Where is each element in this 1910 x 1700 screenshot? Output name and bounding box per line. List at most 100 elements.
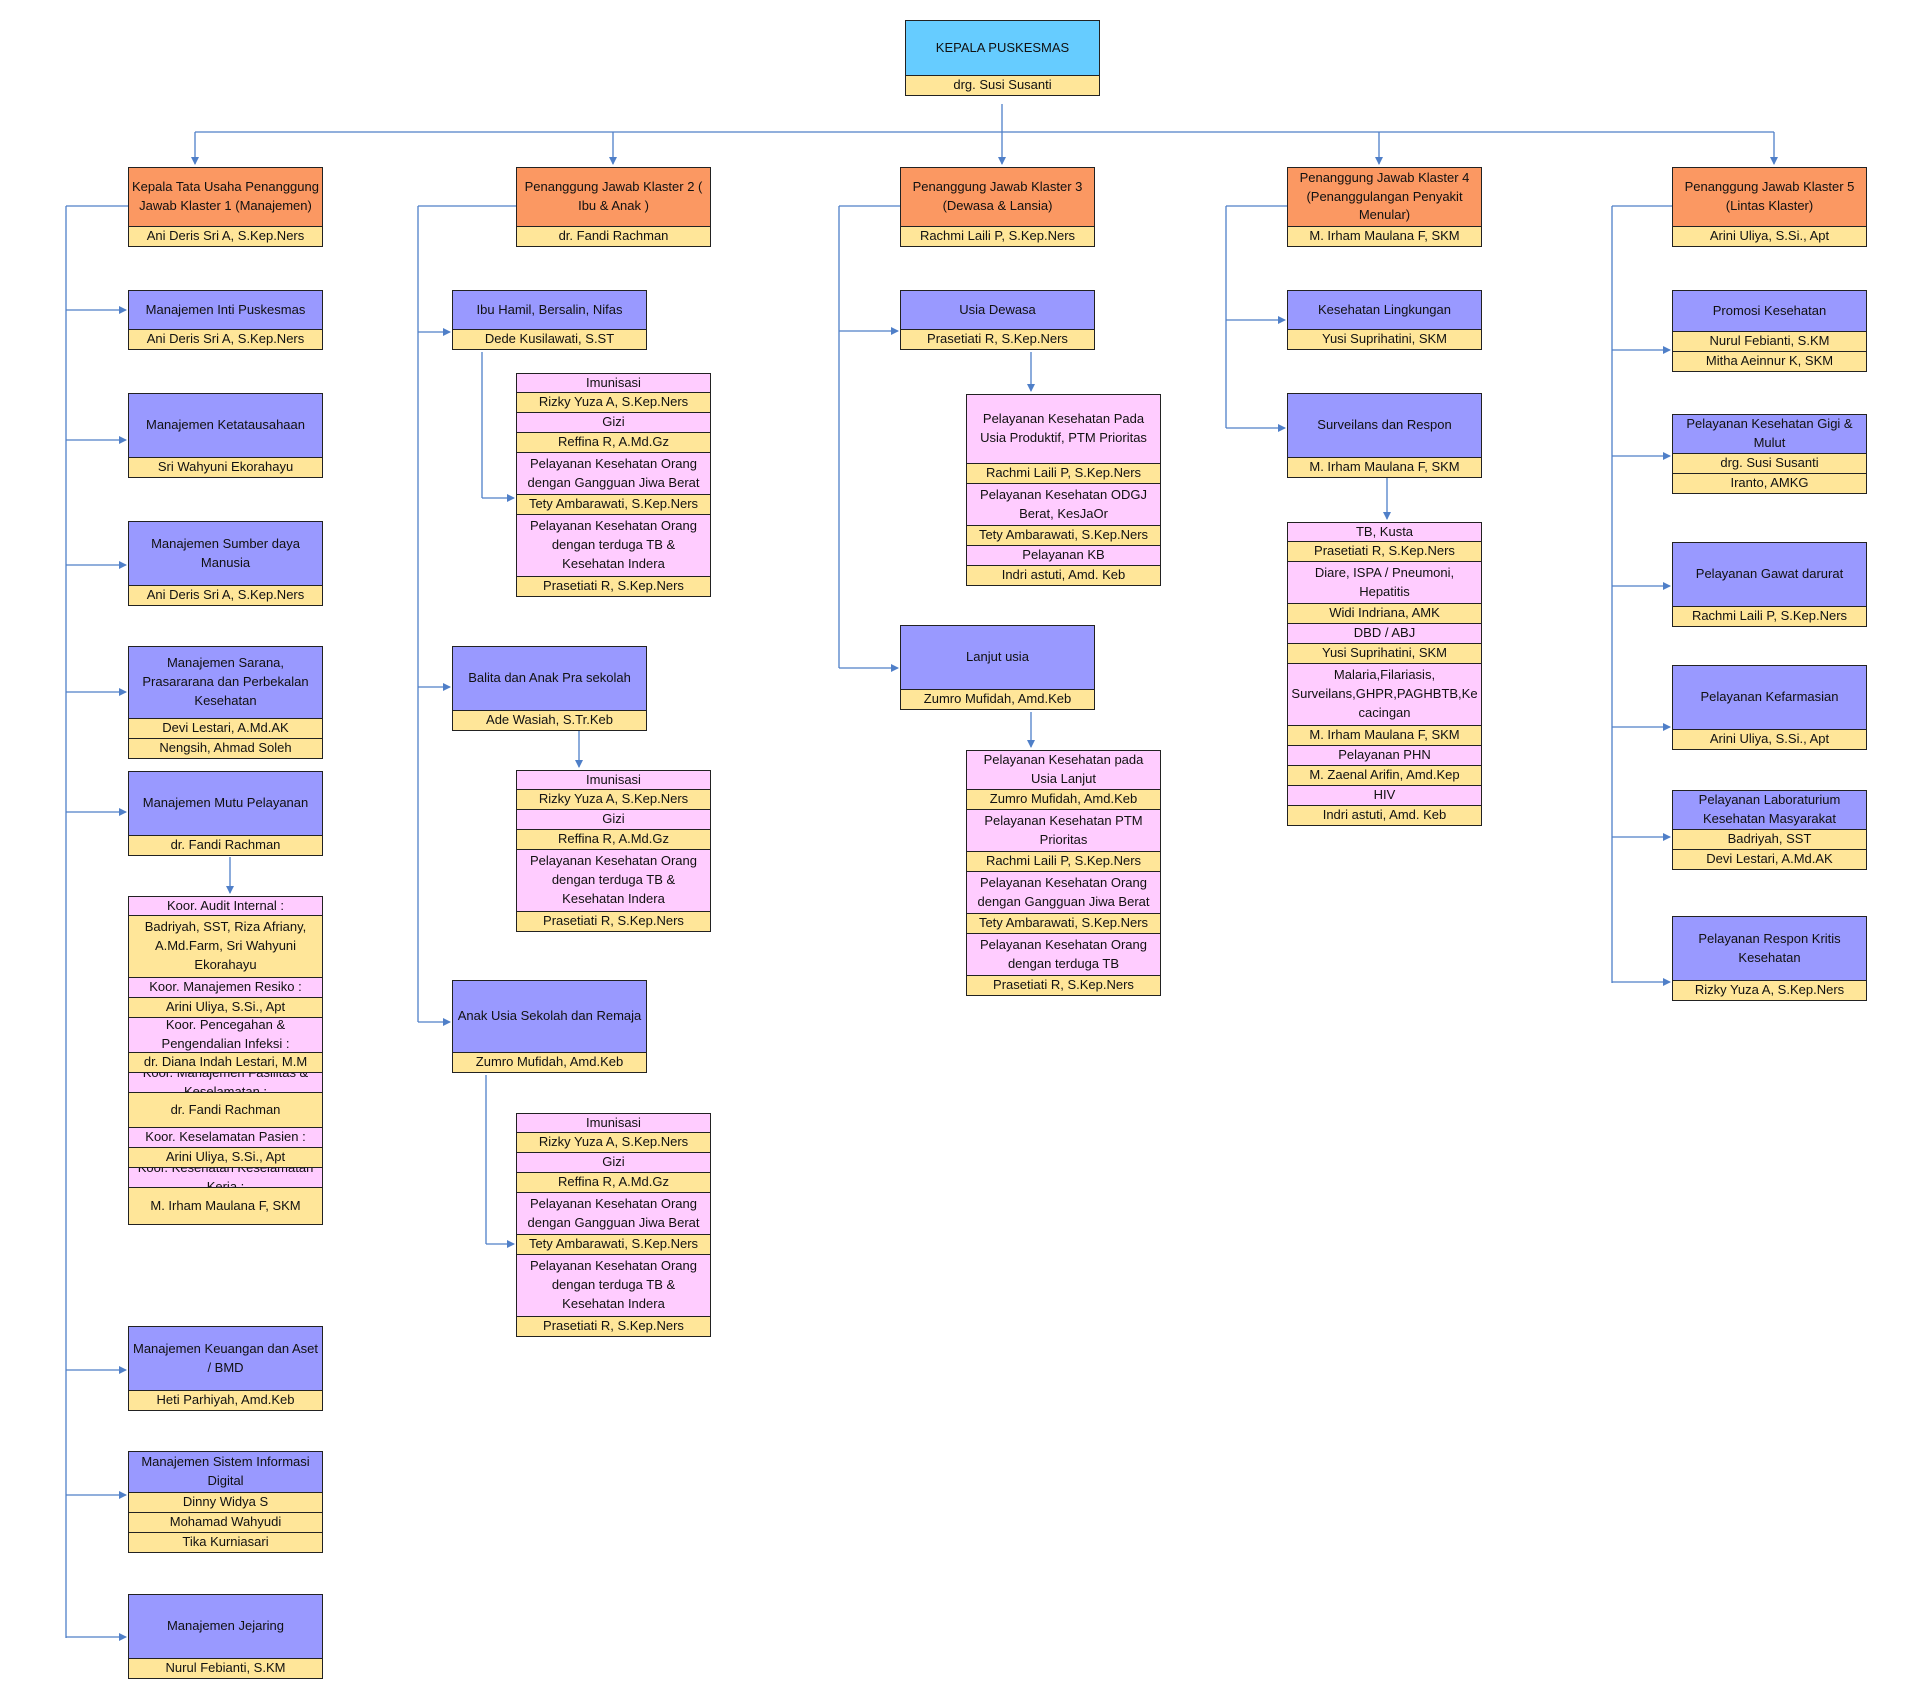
node-k4b-list-name: Indri astuti, Amd. Keb — [1287, 806, 1482, 826]
node-k3a-list-name: Tety Ambarawati, S.Kep.Ners — [966, 526, 1161, 546]
node-k2a-list-name: Prasetiati R, S.Kep.Ners — [516, 577, 711, 597]
node-k2-title: Penanggung Jawab Klaster 2 ( Ibu & Anak … — [516, 167, 711, 227]
node-k5d-name: Arini Uliya, S.Si., Apt — [1672, 730, 1867, 750]
node-k1e-list-name: dr. Diana Indah Lestari, M.M — [128, 1053, 323, 1073]
node-k3a-name: Prasetiati R, S.Kep.Ners — [900, 330, 1095, 350]
node-k2b-name: Ade Wasiah, S.Tr.Keb — [452, 711, 647, 731]
node-k4b-list-program: Malaria,Filariasis, Surveilans,GHPR,PAGH… — [1287, 664, 1482, 726]
node-k2a-list-name: Reffina R, A.Md.Gz — [516, 433, 711, 453]
node-k2b-list-program: Imunisasi — [516, 770, 711, 790]
node-k3a-title: Usia Dewasa — [900, 290, 1095, 330]
node-k2a-list-name: Tety Ambarawati, S.Kep.Ners — [516, 495, 711, 515]
node-k1e-list-name: Badriyah, SST, Riza Afriany, A.Md.Farm, … — [128, 916, 323, 978]
node-k1e-list-program: Koor. Kesehatan Keselamatan Kerja : — [128, 1168, 323, 1188]
node-k4b-list-name: Yusi Suprihatini, SKM — [1287, 644, 1482, 664]
node-k2c-list-program: Gizi — [516, 1153, 711, 1173]
node-k1d-title: Manajemen Sarana, Prasararana dan Perbek… — [128, 646, 323, 719]
node-k3b-list-program: Pelayanan Kesehatan pada Usia Lanjut — [966, 750, 1161, 790]
node-k2b-list-program: Pelayanan Kesehatan Orang dengan terduga… — [516, 850, 711, 912]
node-k2a-list-name: Rizky Yuza A, S.Kep.Ners — [516, 393, 711, 413]
node-k4b-list-name: M. Zaenal Arifin, Amd.Kep — [1287, 766, 1482, 786]
node-k3b-list-name: Prasetiati R, S.Kep.Ners — [966, 976, 1161, 996]
node-k1f-title: Manajemen Keuangan dan Aset / BMD — [128, 1326, 323, 1391]
node-k3a-list-program: Pelayanan KB — [966, 546, 1161, 566]
node-k5c-title: Pelayanan Gawat darurat — [1672, 542, 1867, 607]
node-k4a-name: Yusi Suprihatini, SKM — [1287, 330, 1482, 350]
node-k3b-list-program: Pelayanan Kesehatan Orang dengan Ganggua… — [966, 872, 1161, 914]
node-k3a-list-program: Pelayanan Kesehatan ODGJ Berat, KesJaOr — [966, 484, 1161, 526]
node-k1c-name: Ani Deris Sri A, S.Kep.Ners — [128, 586, 323, 606]
node-k4b-list-program: TB, Kusta — [1287, 522, 1482, 542]
node-k1e-list-program: Koor. Keselamatan Pasien : — [128, 1128, 323, 1148]
node-k4-name: M. Irham Maulana F, SKM — [1287, 227, 1482, 247]
node-k2b-title: Balita dan Anak Pra sekolah — [452, 646, 647, 711]
node-k5: Penanggung Jawab Klaster 5 (Lintas Klast… — [1672, 167, 1867, 247]
node-k5c-name: Rachmi Laili P, S.Kep.Ners — [1672, 607, 1867, 627]
node-k1-name: Ani Deris Sri A, S.Kep.Ners — [128, 227, 323, 247]
node-k4a-title: Kesehatan Lingkungan — [1287, 290, 1482, 330]
node-k3b-name: Zumro Mufidah, Amd.Keb — [900, 690, 1095, 710]
node-k5e: Pelayanan Laboraturium Kesehatan Masyara… — [1672, 790, 1867, 870]
node-k1c-title: Manajemen Sumber daya Manusia — [128, 521, 323, 586]
node-k1b-name: Sri Wahyuni Ekorahayu — [128, 458, 323, 478]
node-k2a-list-program: Pelayanan Kesehatan Orang dengan Ganggua… — [516, 453, 711, 495]
node-k2: Penanggung Jawab Klaster 2 ( Ibu & Anak … — [516, 167, 711, 247]
node-k2c-list-name: Rizky Yuza A, S.Kep.Ners — [516, 1133, 711, 1153]
node-k1e-list-program: Koor. Manajemen Fasilitas & Keselamatan … — [128, 1073, 323, 1093]
node-k1b-title: Manajemen Ketatausahaan — [128, 393, 323, 458]
node-k4b-list-program: Pelayanan PHN — [1287, 746, 1482, 766]
node-k2b-list-name: Rizky Yuza A, S.Kep.Ners — [516, 790, 711, 810]
node-k3a-list-name: Rachmi Laili P, S.Kep.Ners — [966, 464, 1161, 484]
node-k4b-list-program: HIV — [1287, 786, 1482, 806]
node-k1g-name: Dinny Widya S — [128, 1493, 323, 1513]
node-k1e-list-name: Arini Uliya, S.Si., Apt — [128, 998, 323, 1018]
node-k1d: Manajemen Sarana, Prasararana dan Perbek… — [128, 646, 323, 759]
node-k1e-list-name: dr. Fandi Rachman — [128, 1093, 323, 1128]
node-k4b-list-name: Widi Indriana, AMK — [1287, 604, 1482, 624]
node-k1: Kepala Tata Usaha Penanggung Jawab Klast… — [128, 167, 323, 247]
node-k1a-name: Ani Deris Sri A, S.Kep.Ners — [128, 330, 323, 350]
node-k2b-list-program: Gizi — [516, 810, 711, 830]
node-k2c-list-name: Tety Ambarawati, S.Kep.Ners — [516, 1235, 711, 1255]
node-k5b-name: Iranto, AMKG — [1672, 474, 1867, 494]
node-k1e-list-program: Koor. Manajemen Resiko : — [128, 978, 323, 998]
node-k5a-name: Mitha Aeinnur K, SKM — [1672, 352, 1867, 372]
node-k4b-list-program: DBD / ABJ — [1287, 624, 1482, 644]
node-k5e-name: Devi Lestari, A.Md.AK — [1672, 850, 1867, 870]
node-root-title: KEPALA PUSKESMAS — [905, 20, 1100, 76]
node-k1g-name: Tika Kurniasari — [128, 1533, 323, 1553]
node-k5-name: Arini Uliya, S.Si., Apt — [1672, 227, 1867, 247]
node-k3a-list: Pelayanan Kesehatan Pada Usia Produktif,… — [966, 394, 1161, 586]
node-k5-title: Penanggung Jawab Klaster 5 (Lintas Klast… — [1672, 167, 1867, 227]
node-k1e-list: Koor. Audit Internal :Badriyah, SST, Riz… — [128, 896, 323, 1225]
node-k5b-name: drg. Susi Susanti — [1672, 454, 1867, 474]
node-k5a-name: Nurul Febianti, S.KM — [1672, 332, 1867, 352]
node-k1a-title: Manajemen Inti Puskesmas — [128, 290, 323, 330]
node-k1h-name: Nurul Febianti, S.KM — [128, 1659, 323, 1679]
node-k4: Penanggung Jawab Klaster 4 (Penanggulang… — [1287, 167, 1482, 247]
node-k1g-name: Mohamad Wahyudi — [128, 1513, 323, 1533]
node-k2b-list-name: Reffina R, A.Md.Gz — [516, 830, 711, 850]
node-k2c-name: Zumro Mufidah, Amd.Keb — [452, 1053, 647, 1073]
node-k1d-name: Devi Lestari, A.Md.AK — [128, 719, 323, 739]
node-k3b-list-name: Tety Ambarawati, S.Kep.Ners — [966, 914, 1161, 934]
node-k5a-title: Promosi Kesehatan — [1672, 290, 1867, 332]
node-k3a-list-program: Pelayanan Kesehatan Pada Usia Produktif,… — [966, 394, 1161, 464]
node-root-name: drg. Susi Susanti — [905, 76, 1100, 96]
node-k1-title: Kepala Tata Usaha Penanggung Jawab Klast… — [128, 167, 323, 227]
